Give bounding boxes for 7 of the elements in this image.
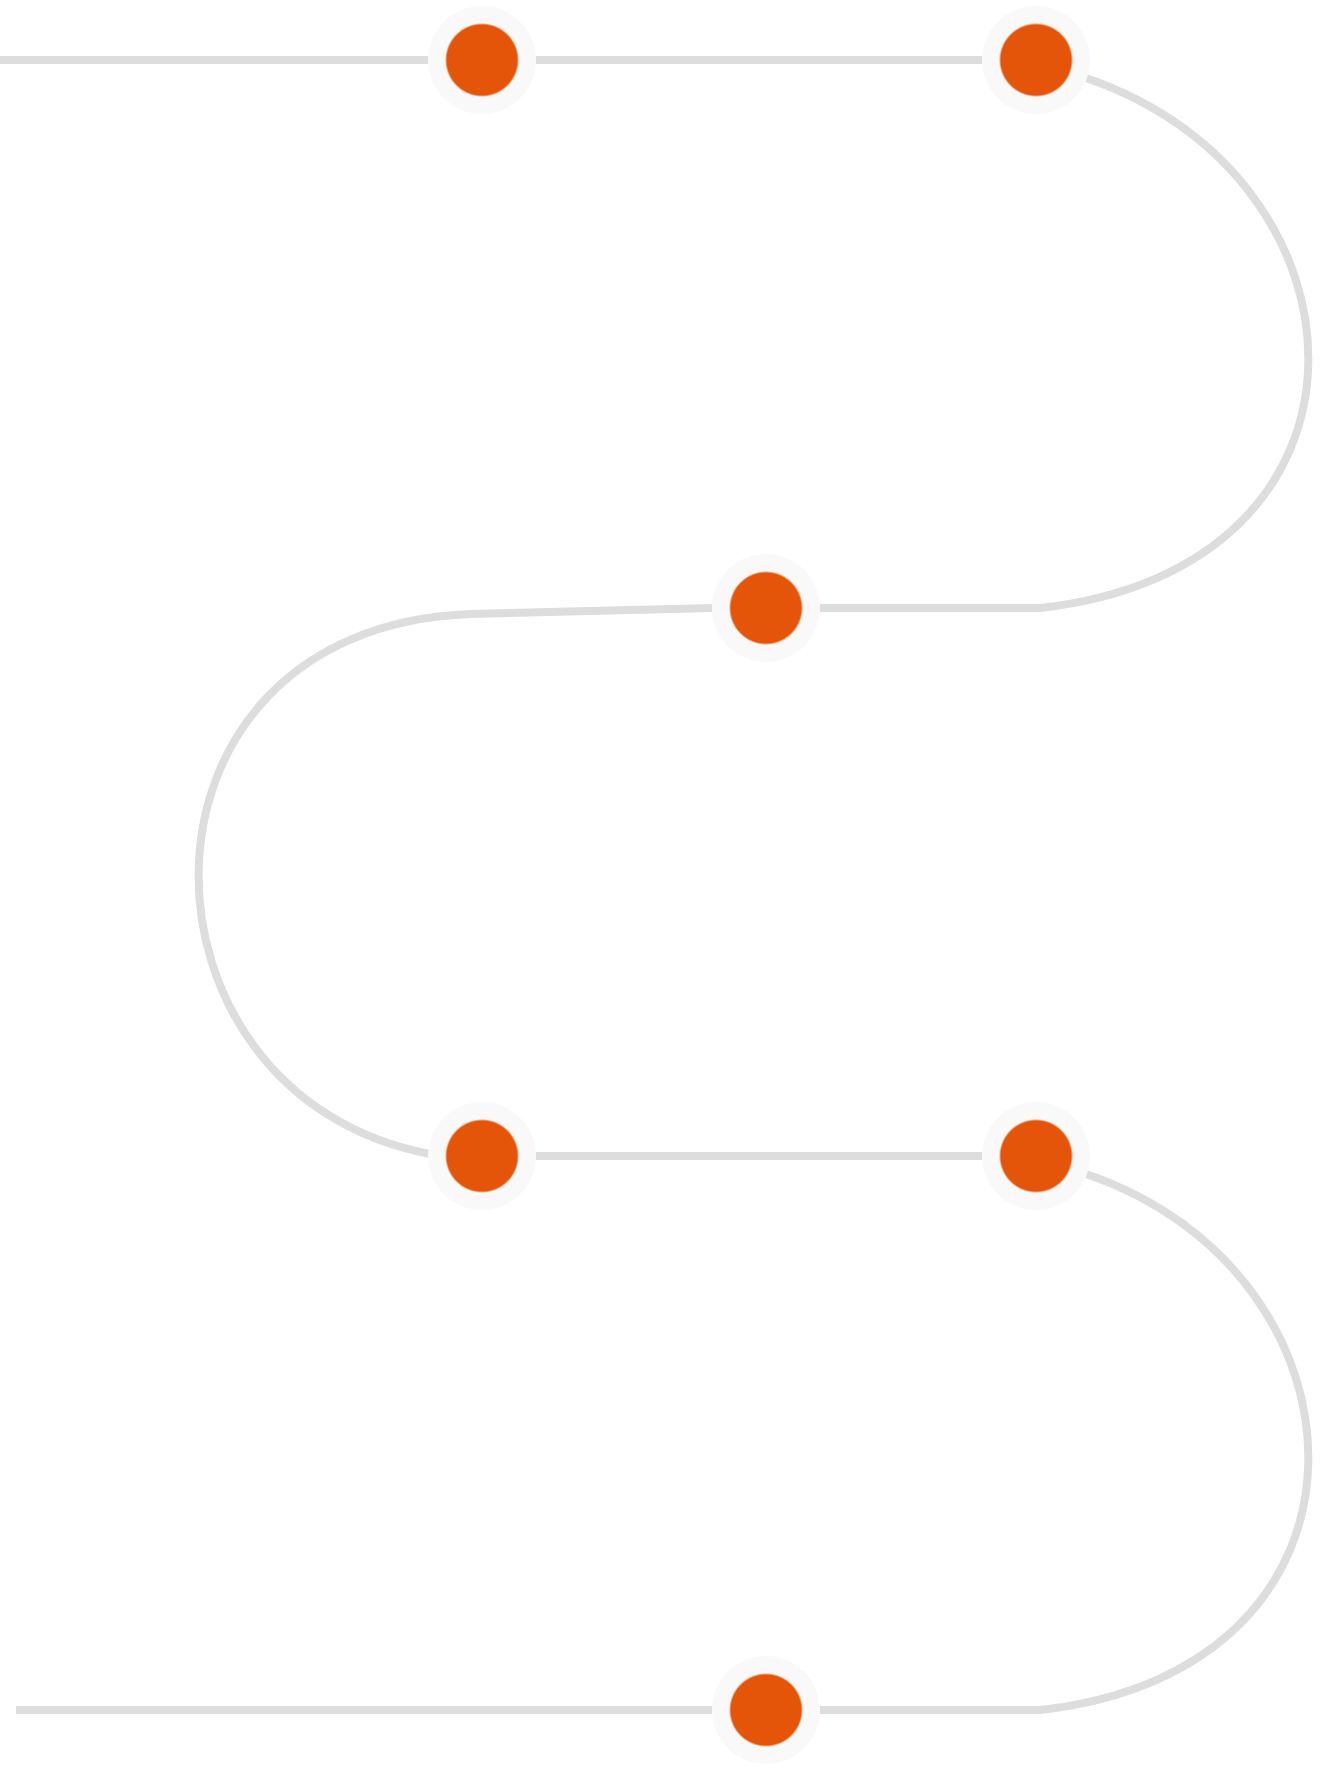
timeline-path — [194, 604, 713, 1158]
timeline-path — [16, 1706, 712, 1714]
timeline-path — [0, 56, 428, 64]
timeline-path — [820, 1170, 1312, 1714]
timeline-path — [536, 1152, 982, 1160]
timeline-path — [536, 56, 982, 64]
timeline-path — [820, 74, 1312, 612]
